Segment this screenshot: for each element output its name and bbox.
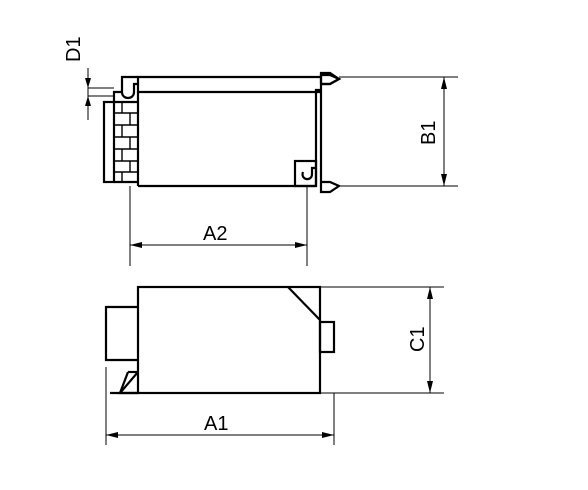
top-view-right-clip — [316, 90, 342, 194]
side-view-left-connector — [104, 305, 138, 362]
top-view-clip-hook — [301, 166, 316, 181]
top-view-clip-box — [293, 159, 318, 188]
a1-arrow-right — [322, 432, 334, 438]
top-view-body-outline — [136, 73, 342, 94]
c1-label: C1 — [407, 326, 429, 352]
c1-arrow-bottom — [427, 381, 433, 393]
a2-arrow-left — [130, 242, 142, 248]
a1-arrow-left — [106, 432, 118, 438]
b1-arrow-top — [441, 77, 447, 89]
b1-label: B1 — [418, 121, 440, 145]
top-view: D1 B1 A2 — [63, 36, 458, 266]
b1-arrow-bottom — [441, 174, 447, 186]
side-view-left-foot — [117, 371, 139, 395]
top-view-terminal-top — [112, 90, 122, 102]
d1-arrow-down — [85, 78, 91, 88]
side-view-chamfer — [287, 286, 321, 321]
side-view-right-tab — [318, 320, 336, 354]
side-view-body — [136, 285, 322, 395]
top-view-terminal-pattern — [114, 102, 138, 182]
d1-label: D1 — [63, 36, 85, 62]
top-view-connector-hook — [120, 82, 138, 100]
a2-label: A2 — [203, 223, 227, 245]
side-view: C1 A1 — [104, 285, 444, 445]
c1-arrow-top — [427, 287, 433, 299]
side-view-foot-edge — [118, 371, 130, 394]
top-view-connector-top — [120, 75, 138, 92]
top-view-top-clip — [319, 71, 342, 86]
d1-arrow-up — [85, 96, 91, 106]
top-view-terminal-outer — [102, 100, 116, 184]
a2-arrow-right — [295, 242, 307, 248]
a1-label: A1 — [204, 413, 228, 435]
